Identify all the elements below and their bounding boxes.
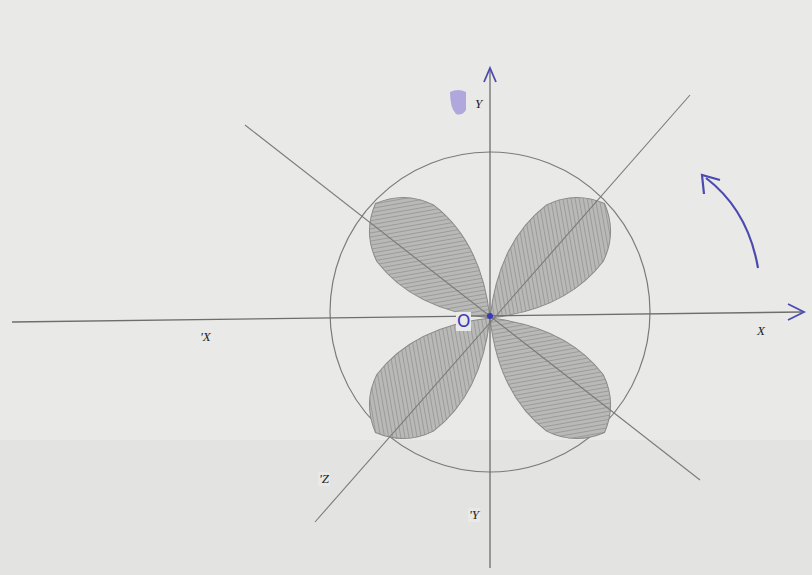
axis-label: 'Y [468,508,480,522]
axis-label: X [756,324,766,338]
axis-label: 'Z [318,472,330,486]
axis-arrowhead [788,304,804,320]
rotation-arrow [706,178,758,268]
rotation-arrowhead [702,175,720,194]
x-axis [12,312,802,322]
axis-arrowhead [484,68,496,82]
paper-shadow [0,440,812,575]
ink-mark [450,90,466,115]
axis-label: 'X [199,330,212,344]
diagonal-line [315,95,690,522]
origin-label: O [456,312,471,331]
orbital-lobe [346,289,519,462]
axis-label: Y [474,97,483,111]
diagonal-line [245,125,700,480]
origin-dot [487,313,493,319]
